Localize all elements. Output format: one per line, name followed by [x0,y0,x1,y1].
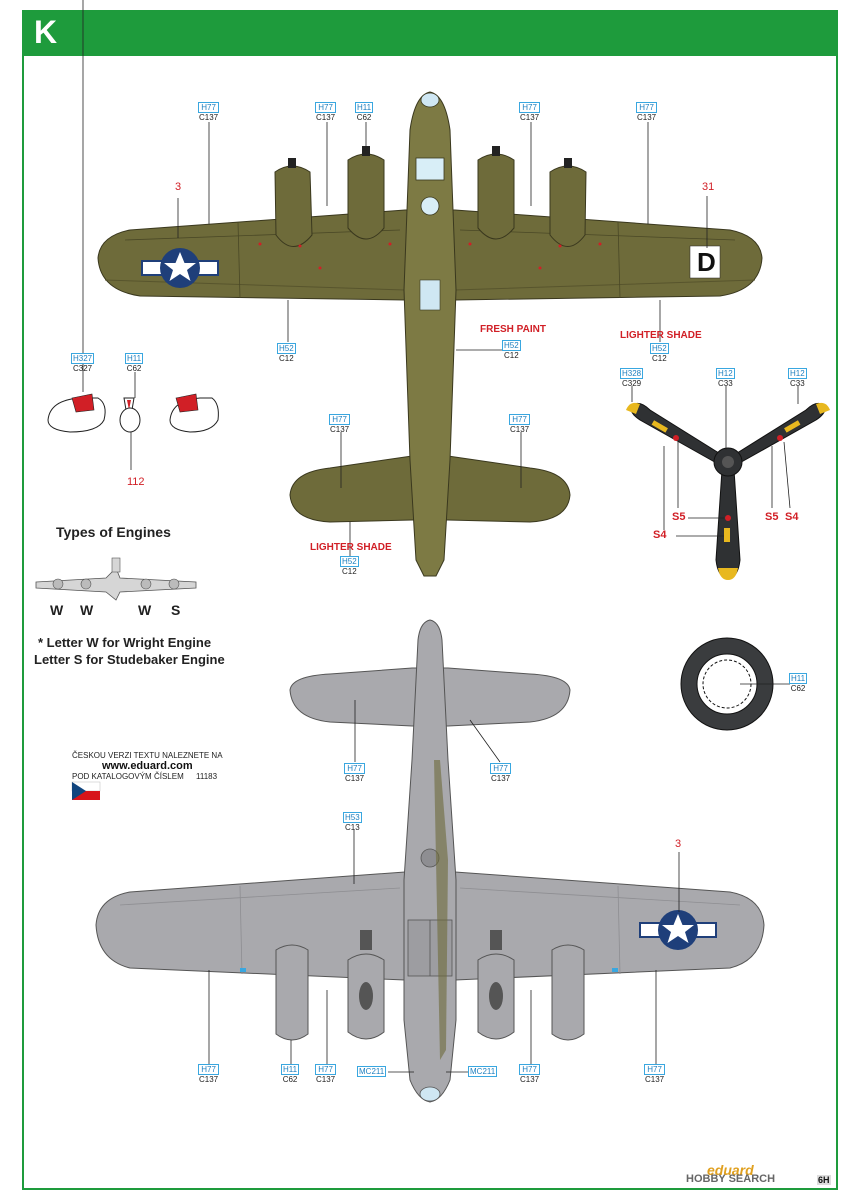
engine-note-studebaker: Letter S for Studebaker Engine [34,652,225,667]
note-lighter-shade-wing: LIGHTER SHADE [620,330,702,341]
propeller-detail [626,402,830,580]
footer-brand-logo: eduard [707,1162,754,1178]
engine-types-title: Types of Engines [56,524,171,540]
top-fuselage [403,91,457,577]
marker-3-top: 3 [175,181,182,193]
czech-note-line3: POD KATALOGOVÝM ČÍSLEM [72,772,184,781]
footer-watermark: HOBBY SEARCH [686,1173,776,1185]
engine-nacelle-4 [549,165,587,247]
marker-s5-left: S5 [672,511,686,523]
bottom-view-aircraft [95,619,765,1103]
czech-note-line1: ČESKOU VERZI TEXTU NALEZNETE NA [72,751,223,760]
czech-flag [71,781,101,800]
bottom-nacelle-1 [275,944,309,1041]
footer-page-number: 6H [817,1175,831,1185]
flap-details [47,0,219,470]
czech-note-url[interactable]: www.eduard.com [102,760,193,772]
bottom-roundel [639,910,717,950]
engine-types-silhouette [35,557,197,601]
wheel-detail [680,637,790,731]
marker-3-bottom: 3 [675,838,682,850]
note-fresh-paint: FRESH PAINT [480,324,546,335]
profile-letter: K [34,14,58,50]
engine-label-4: S [171,602,181,618]
marker-s4-left: S4 [653,529,667,541]
marker-s5-right: S5 [765,511,779,523]
bottom-nacelle-4 [551,944,585,1041]
note-lighter-shade-tail: LIGHTER SHADE [310,542,392,553]
engine-nacelle-3 [477,153,515,240]
engine-label-1: W [50,602,64,618]
prop-leader-lines [631,386,799,537]
profile-header-bar: K [22,10,838,56]
mc-callout-left: MC211 [357,1066,387,1077]
mc-callout-right: MC211 [468,1066,498,1077]
bottom-leader-lines [208,700,680,1073]
top-leader-lines [177,122,708,556]
engine-note-wright: * Letter W for Wright Engine [38,635,212,650]
top-view-aircraft [97,91,763,577]
engine-label-2: W [80,602,94,618]
top-roundel [141,248,219,288]
engine-nacelle-1 [274,165,313,247]
marker-112: 112 [127,476,145,488]
marker-31: 31 [702,181,715,193]
marker-s4-right: S4 [785,511,799,523]
engine-nacelle-2 [347,153,385,240]
tail-letter-box [689,245,721,279]
tail-letter: D [697,247,716,277]
engine-label-3: W [138,602,152,618]
czech-note-catalog: 11183 [196,772,218,781]
